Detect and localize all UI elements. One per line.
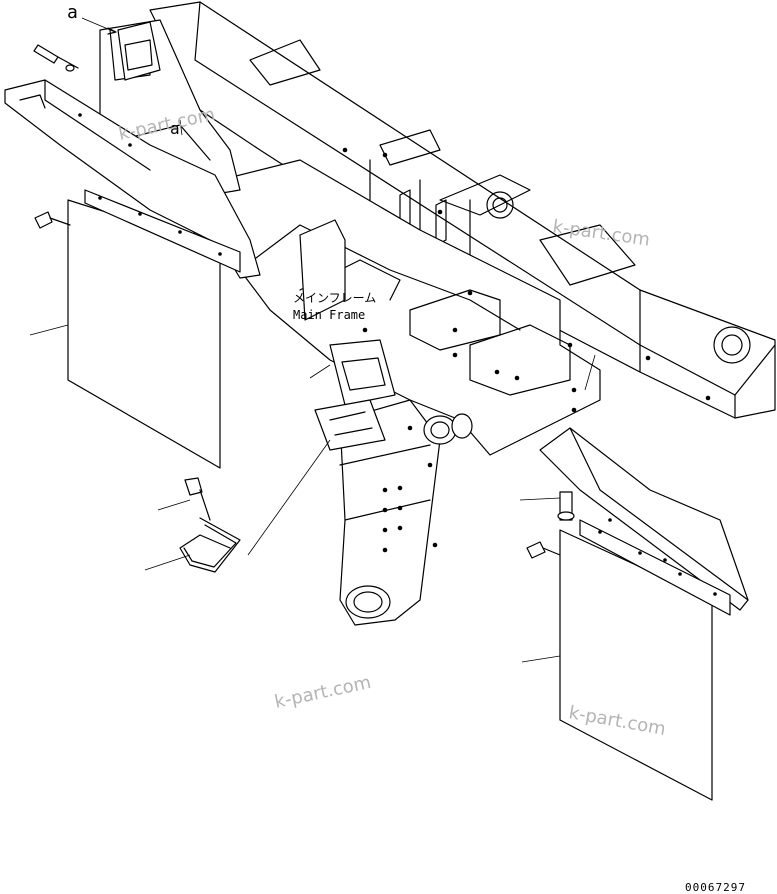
left-fender	[4, 79, 261, 279]
reference-letter-a-mid: a	[170, 119, 180, 138]
left-mud-flap	[67, 189, 241, 469]
main-frame-label-english: Main Frame	[293, 308, 365, 322]
watermark-bottom-left: k-part.com	[273, 672, 373, 713]
right-mud-flap	[559, 519, 731, 801]
right-fender	[539, 427, 749, 611]
fasteners	[33, 21, 575, 573]
drawing-number: 00067297	[685, 881, 746, 894]
leader-lines	[29, 17, 596, 663]
main-frame	[99, 1, 776, 626]
main-frame-label-japanese: メインフレーム	[293, 291, 376, 305]
reference-letter-a-top: a	[67, 2, 78, 23]
